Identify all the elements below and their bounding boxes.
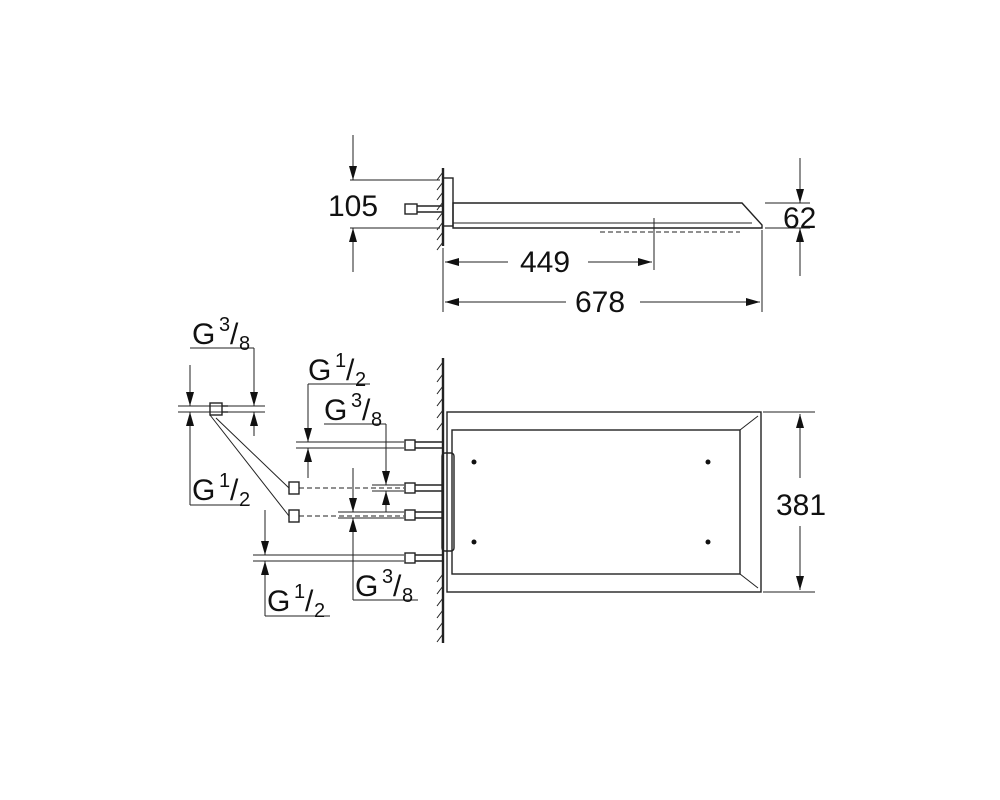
- front-view: 381 G 3 / 8 G 1 / 2: [178, 314, 826, 643]
- mounting-bracket: [441, 452, 455, 552]
- dim-width-bottom: 381: [776, 489, 826, 522]
- wall-hatch-front: [436, 361, 444, 643]
- wall-flange: [442, 177, 454, 227]
- thread-g38-b: G 3 / 8: [324, 390, 382, 431]
- fittings-left: [209, 402, 404, 523]
- wall-connectors: [404, 439, 443, 564]
- thread-g38-top: G 3 / 8: [192, 314, 250, 355]
- pipe-nut: [404, 203, 418, 215]
- thread-g38-bottom: G 3 / 8: [355, 566, 413, 607]
- dim-height-top: 105: [328, 190, 378, 223]
- side-view: 105 62 449 678: [328, 135, 816, 319]
- dim-arm-center: 449: [520, 246, 570, 279]
- dim-total-length: 678: [575, 286, 625, 319]
- dim-thickness: 62: [783, 202, 816, 235]
- shower-plate-inner: [451, 429, 741, 575]
- thread-g12-bottom: G 1 / 2: [267, 581, 325, 622]
- thread-g12-left: G 1 / 2: [192, 470, 250, 511]
- shower-body-side: [452, 202, 763, 229]
- thread-g12-a: G 1 / 2: [308, 350, 366, 391]
- shower-plate-outer: [446, 411, 762, 593]
